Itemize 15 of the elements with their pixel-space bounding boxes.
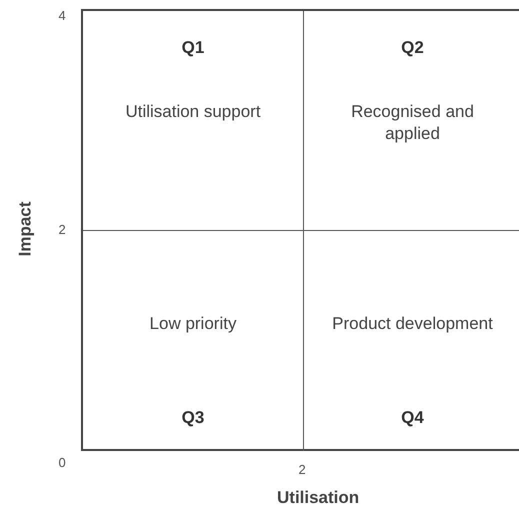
quadrant-label: Low priority — [150, 314, 236, 333]
quadrant-heading: Q3 — [182, 408, 204, 427]
axis-tick-label: 0 — [58, 454, 66, 470]
quadrant-heading: Q1 — [182, 38, 204, 57]
axis-tick-label: 2 — [58, 222, 66, 236]
quadrant-heading: Q4 — [401, 408, 424, 427]
axis-tick-label: 4 — [58, 8, 66, 22]
axis-tick-label: 2 — [298, 462, 306, 476]
quadrant-label: Product development — [332, 314, 493, 333]
quadrant-heading: Q2 — [401, 38, 424, 57]
quadrant-label: Recognised and applied — [351, 102, 474, 143]
quadrant-cell — [83, 11, 304, 231]
axis-title: Utilisation — [277, 488, 360, 508]
axis-title: Impact — [14, 202, 35, 256]
quadrant-label: Utilisation support — [125, 102, 261, 121]
